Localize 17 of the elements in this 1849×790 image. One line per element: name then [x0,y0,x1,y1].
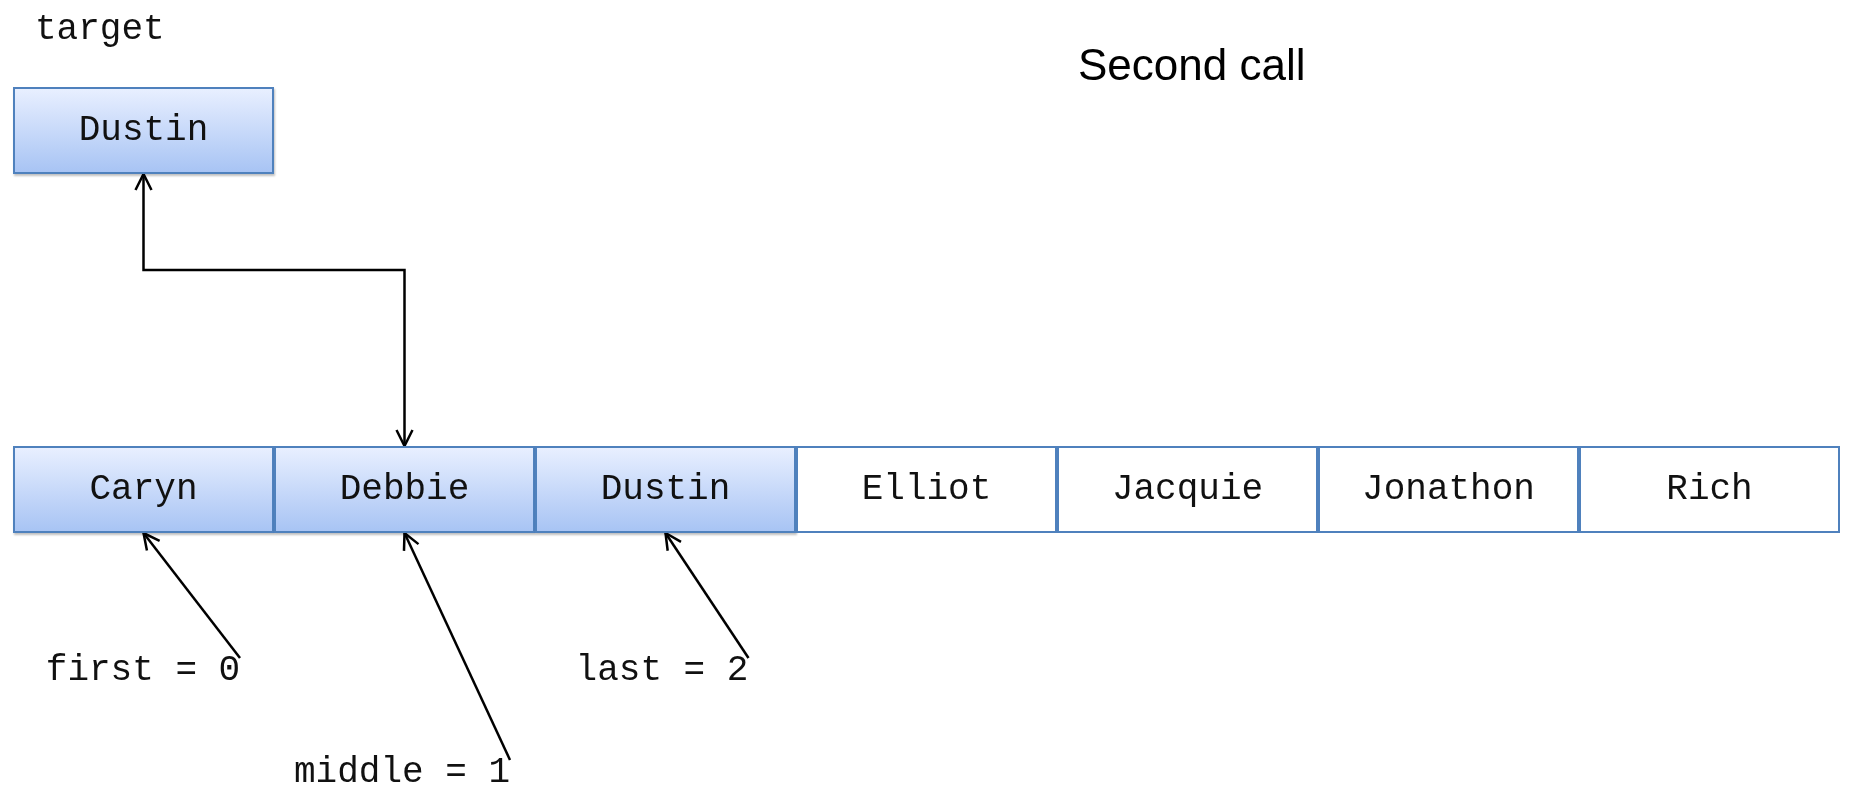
array-cell: Debbie [274,446,535,533]
array-cell: Caryn [13,446,274,533]
array-cell: Jonathon [1318,446,1579,533]
pointer-label: middle = 1 [294,752,510,790]
array-cell: Elliot [796,446,1057,533]
array-cell: Jacquie [1057,446,1318,533]
pointer-label: first = 0 [45,650,241,691]
target-box: Dustin [13,87,274,174]
array-cell: Dustin [535,446,796,533]
arrow [664,531,750,659]
title: Second call [1078,40,1306,90]
variable-name: target [35,9,165,50]
arrow [142,531,241,659]
arrow [134,172,414,448]
array-cell: Rich [1579,446,1840,533]
pointer-label: last = 2 [575,650,749,691]
arrow [402,531,512,761]
